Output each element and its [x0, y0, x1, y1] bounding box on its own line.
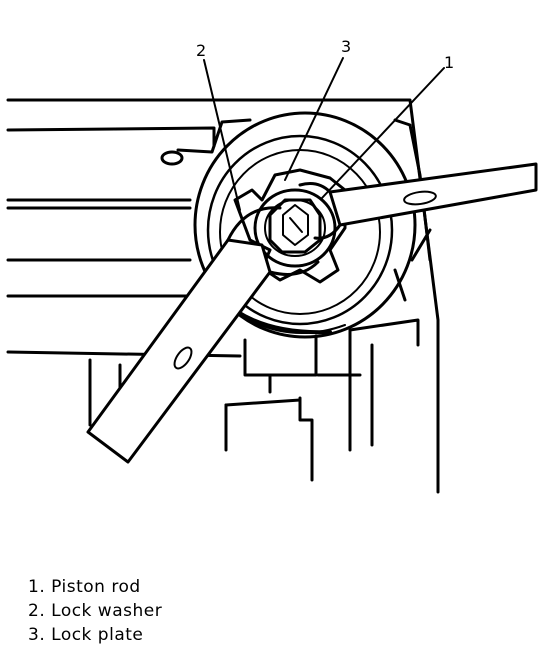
legend-label: Lock washer [51, 601, 163, 621]
lower-wrench [86, 206, 320, 464]
piston-rod-end [268, 198, 322, 254]
parts-legend: 1. Piston rod 2. Lock washer 3. Lock pla… [28, 575, 162, 647]
legend-number: 1. [28, 577, 46, 597]
leader-lines [203, 57, 445, 211]
legend-item: 2. Lock washer [28, 599, 162, 623]
upper-wrench [298, 162, 538, 240]
legend-item: 3. Lock plate [28, 623, 162, 647]
legend-item: 1. Piston rod [28, 575, 162, 599]
legend-number: 2. [28, 601, 46, 621]
callout-3: 3 [341, 37, 351, 56]
housing-slot [160, 150, 184, 166]
housing-outline [6, 98, 440, 494]
callout-2: 2 [196, 41, 206, 60]
legend-label: Lock plate [51, 625, 144, 645]
callout-1: 1 [444, 53, 454, 72]
technical-illustration: 2 3 1 [6, 37, 538, 494]
legend-label: Piston rod [51, 577, 141, 597]
legend-number: 3. [28, 625, 46, 645]
